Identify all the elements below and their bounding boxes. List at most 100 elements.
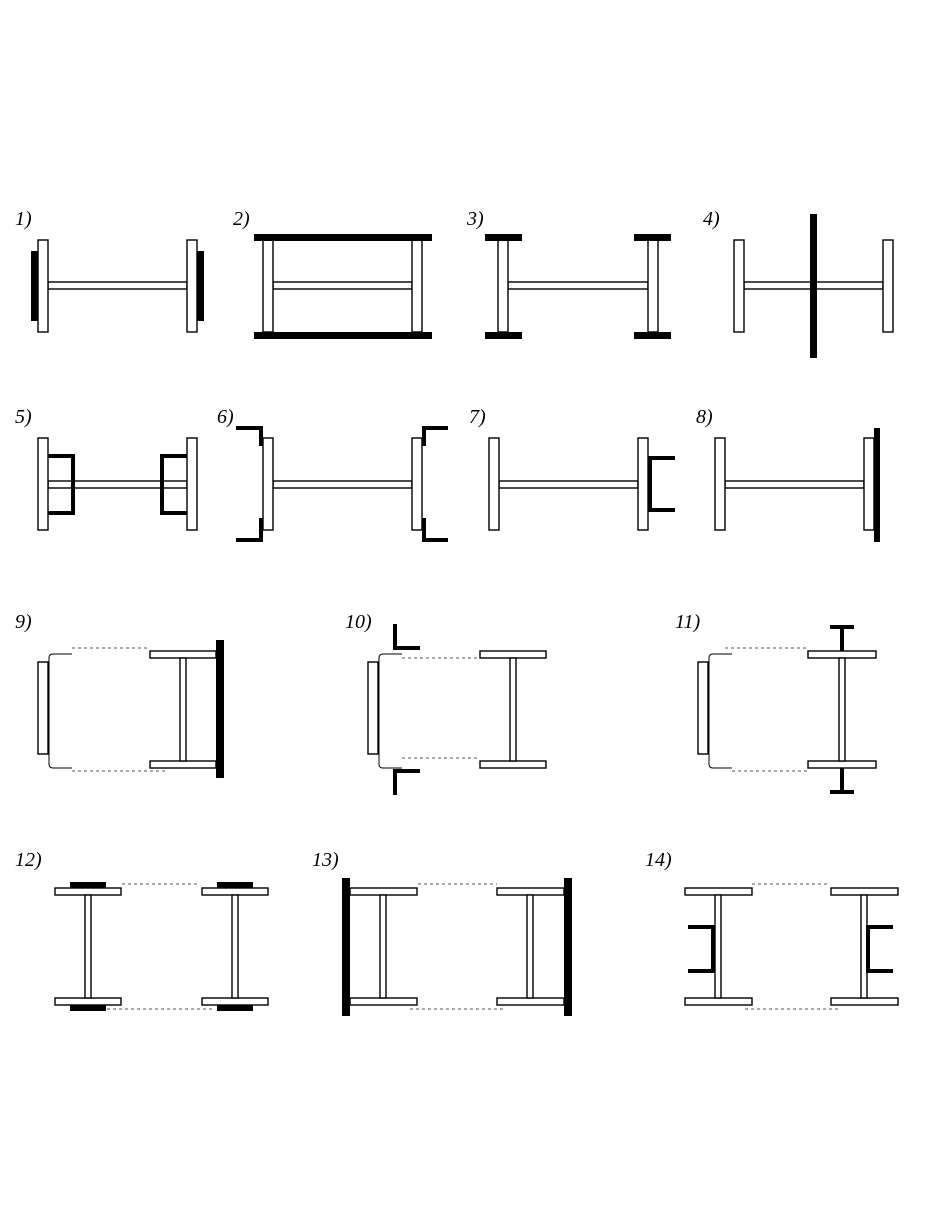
section-3-plate-tr — [634, 234, 671, 241]
section-12-right-web — [231, 894, 239, 999]
section-5-web — [47, 480, 188, 489]
section-13-left-top-flange — [349, 887, 418, 896]
section-11-ghost-outline — [708, 653, 732, 769]
section-5-left-channel — [48, 454, 75, 515]
section-8-web — [724, 480, 865, 489]
section-9-bottom-flange — [149, 760, 217, 769]
section-12-left-top-plate — [70, 882, 106, 888]
section-2-bottom-plate — [254, 332, 432, 339]
section-9-existing-flange — [37, 661, 49, 755]
section-5-right-channel — [160, 454, 187, 515]
section-label-11: 11) — [675, 611, 701, 633]
section-14-left-top-flange — [684, 887, 753, 896]
section-7-left-flange — [488, 437, 500, 531]
section-2-right-flange — [411, 239, 423, 333]
section-6-right-flange — [411, 437, 423, 531]
section-10-existing-flange — [367, 661, 379, 755]
section-11 — [697, 625, 877, 794]
section-3-left-flange — [497, 239, 509, 333]
section-6-left-flange — [262, 437, 274, 531]
section-14 — [684, 883, 899, 1010]
section-8 — [714, 428, 880, 542]
section-1-right-plate — [197, 251, 204, 321]
section-label-12: 12) — [15, 849, 42, 871]
section-label-2: 2) — [233, 208, 250, 230]
section-1-web — [47, 281, 188, 290]
section-1-right-flange — [186, 239, 198, 333]
section-11-top-flange — [807, 650, 877, 659]
section-6 — [236, 426, 448, 542]
section-2-top-plate — [254, 234, 432, 241]
section-12-left-web — [84, 894, 92, 999]
section-11-bottom-flange — [807, 760, 877, 769]
section-10-top-flange — [479, 650, 547, 659]
section-label-3: 3) — [467, 208, 484, 230]
section-label-4: 4) — [703, 208, 720, 230]
section-10-web — [509, 657, 517, 762]
section-8-side-plate — [874, 428, 880, 542]
section-label-1: 1) — [15, 208, 32, 230]
section-3-plate-br — [634, 332, 671, 339]
section-14-right-bottom-flange — [830, 997, 899, 1006]
section-label-5: 5) — [15, 406, 32, 428]
section-9-ghost-outline — [48, 653, 72, 769]
section-5-left-flange — [37, 437, 49, 531]
section-12-right-bottom-flange — [201, 997, 269, 1006]
section-10-bottom-flange — [479, 760, 547, 769]
section-label-13: 13) — [312, 849, 339, 871]
section-12-right-bottom-plate — [217, 1005, 253, 1011]
section-1-left-flange — [37, 239, 49, 333]
section-8-right-flange — [863, 437, 875, 531]
section-2-web — [272, 281, 413, 290]
section-13-right-top-flange — [496, 887, 565, 896]
section-5 — [37, 437, 198, 531]
section-3 — [485, 234, 671, 339]
section-4-left-flange — [733, 239, 745, 333]
section-13-left-web — [379, 894, 387, 999]
section-11-top-tee — [830, 625, 854, 651]
section-6-right-channel — [422, 426, 448, 542]
section-9-web — [179, 657, 187, 762]
section-7 — [488, 437, 675, 531]
section-11-bottom-tee — [830, 768, 854, 794]
section-13-right-plate — [564, 878, 572, 1016]
section-label-7: 7) — [469, 406, 486, 428]
section-13-right-web — [526, 894, 534, 999]
section-1 — [31, 239, 204, 333]
section-label-8: 8) — [696, 406, 713, 428]
section-12-left-bottom-flange — [54, 997, 122, 1006]
section-6-web — [272, 480, 413, 489]
section-3-web — [507, 281, 649, 290]
section-10-ghost-outline — [378, 653, 402, 769]
section-4 — [733, 214, 894, 358]
section-12-left-bottom-plate — [70, 1005, 106, 1011]
section-10-bottom-angle — [393, 769, 420, 795]
section-9 — [37, 640, 224, 778]
section-7-channel — [648, 456, 675, 512]
section-9-top-flange — [149, 650, 217, 659]
section-2-left-flange — [262, 239, 274, 333]
section-2 — [254, 234, 432, 339]
section-12-left-top-flange — [54, 887, 122, 896]
section-13-left-bottom-flange — [349, 997, 418, 1006]
section-5-right-flange — [186, 437, 198, 531]
section-14-right-top-flange — [830, 887, 899, 896]
section-13-left-plate — [342, 878, 350, 1016]
section-8-left-flange — [714, 437, 726, 531]
section-10 — [367, 624, 547, 795]
section-11-existing-flange — [697, 661, 709, 755]
section-12 — [54, 882, 269, 1011]
section-7-web — [498, 480, 639, 489]
section-1-left-plate — [31, 251, 38, 321]
section-12-right-top-plate — [217, 882, 253, 888]
section-3-plate-tl — [485, 234, 522, 241]
section-3-right-flange — [647, 239, 659, 333]
section-14-left-bottom-flange — [684, 997, 753, 1006]
section-label-6: 6) — [217, 406, 234, 428]
section-7-right-flange — [637, 437, 649, 531]
section-3-plate-bl — [485, 332, 522, 339]
section-6-left-channel — [236, 426, 263, 542]
section-12-right-top-flange — [201, 887, 269, 896]
section-13-right-bottom-flange — [496, 997, 565, 1006]
